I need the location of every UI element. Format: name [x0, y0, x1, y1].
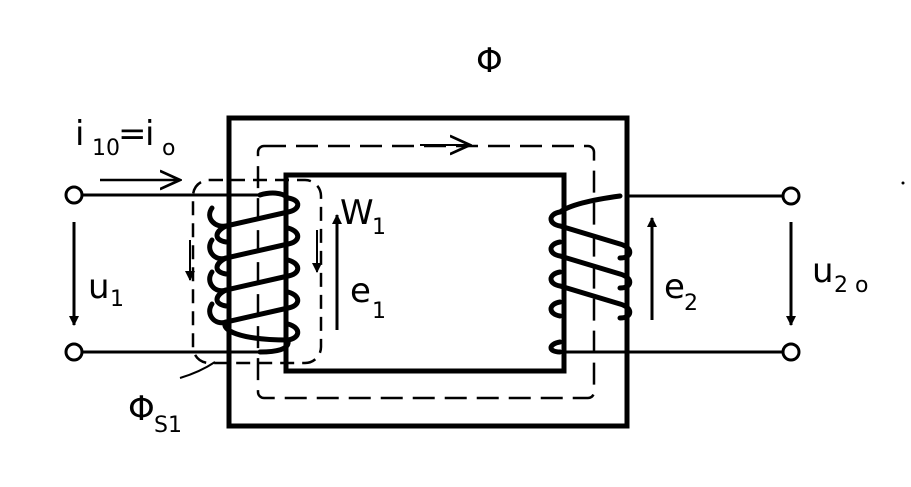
svg-text:1: 1 [110, 287, 124, 312]
svg-text:e: e [350, 271, 371, 311]
leakage-flux-label: Φ S1 [128, 389, 182, 438]
u1-label: u 1 [88, 267, 124, 312]
svg-text:2: 2 [684, 291, 698, 316]
svg-text:2 o: 2 o [834, 273, 868, 298]
secondary-circuit [560, 186, 801, 362]
primary-terminal-top [64, 185, 84, 205]
svg-text:i: i [145, 114, 154, 154]
u20-label: u 2 o [812, 251, 868, 298]
secondary-terminal-bottom [781, 342, 801, 362]
svg-text:S1: S1 [154, 413, 182, 438]
transformer-core [226, 115, 630, 429]
svg-text:10: 10 [92, 136, 120, 161]
svg-text:W: W [340, 193, 374, 233]
primary-circuit [64, 180, 260, 362]
svg-text:1: 1 [372, 215, 386, 240]
secondary-terminal-top [781, 186, 801, 206]
e1-label: e 1 [350, 271, 386, 324]
secondary-winding [548, 193, 633, 355]
flux-label: Φ [476, 41, 503, 81]
current-label: i 10 = i o [75, 114, 175, 161]
svg-text:1: 1 [372, 299, 386, 324]
svg-text:i: i [75, 114, 84, 154]
w1-label: W 1 [340, 193, 386, 240]
leakage-flux-loop [179, 178, 323, 379]
stray-dot [901, 181, 905, 185]
svg-text:o: o [162, 136, 175, 161]
main-flux-path [256, 145, 596, 400]
primary-terminal-bottom [64, 342, 84, 362]
svg-text:Φ: Φ [128, 389, 155, 429]
svg-text:=: = [118, 114, 147, 154]
svg-text:u: u [88, 267, 110, 307]
e2-label: e 2 [664, 267, 698, 316]
svg-text:e: e [664, 267, 685, 307]
primary-winding [207, 190, 301, 355]
svg-text:u: u [812, 251, 834, 291]
leak-label-leader [179, 361, 216, 379]
